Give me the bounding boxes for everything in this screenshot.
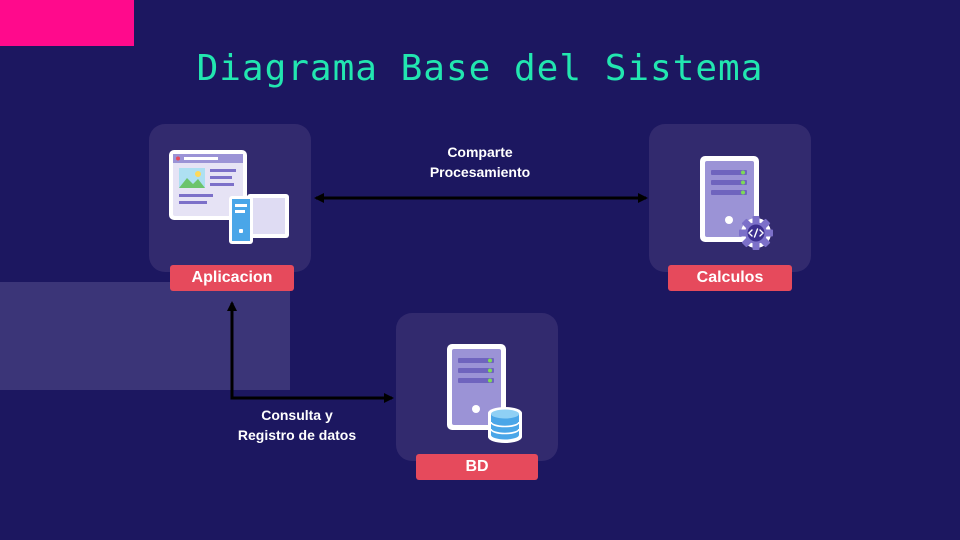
edge-label-app-calc-line1: Comparte xyxy=(447,144,513,160)
edge-label-app-db: Consulta y Registro de datos xyxy=(212,405,382,445)
node-label-calculos: Calculos xyxy=(668,265,792,291)
accent-bar xyxy=(0,0,134,46)
node-label-bd: BD xyxy=(416,454,538,480)
web-app-devices-icon xyxy=(169,150,289,244)
server-database-icon xyxy=(447,344,522,443)
edge-label-app-db-line1: Consulta y xyxy=(261,407,333,423)
edge-label-app-db-line2: Registro de datos xyxy=(237,427,357,443)
node-bd xyxy=(396,313,558,461)
edge-label-app-calc: Comparte Procesamiento xyxy=(400,142,560,182)
node-calculos xyxy=(649,124,811,272)
server-gear-icon xyxy=(700,156,773,250)
node-aplicacion xyxy=(149,124,311,272)
diagram-title: Diagrama Base del Sistema xyxy=(196,48,764,89)
node-label-aplicacion: Aplicacion xyxy=(170,265,294,291)
edge-app-db xyxy=(227,301,394,403)
edge-label-app-calc-line2: Procesamiento xyxy=(429,164,531,180)
